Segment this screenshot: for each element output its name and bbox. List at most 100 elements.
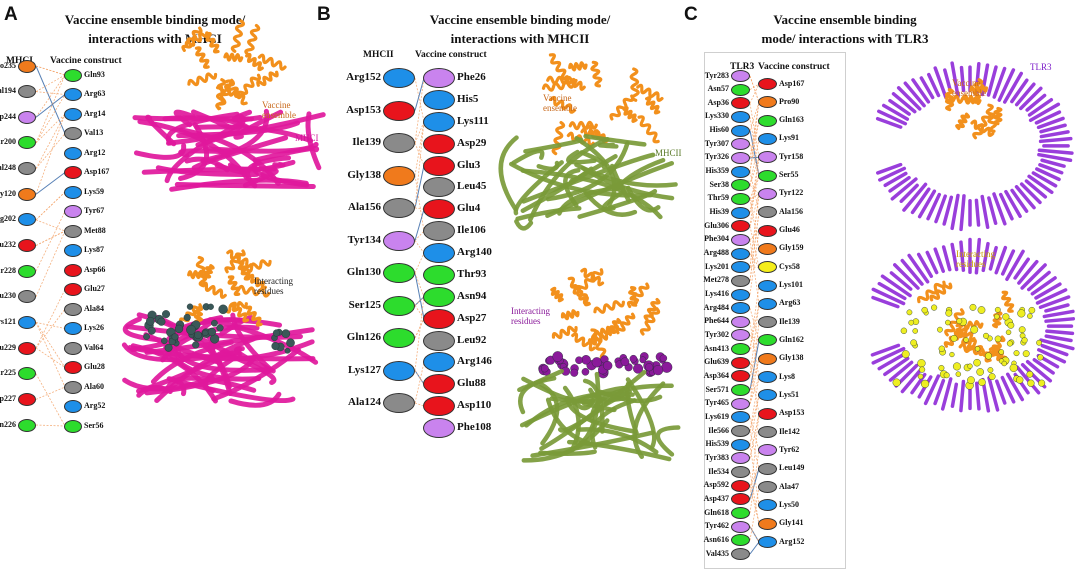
right-residue-label: Gln93: [84, 69, 105, 79]
vaccine-helix: [549, 95, 576, 114]
vaccine-helix: [993, 106, 1003, 126]
interacting-sphere: [211, 319, 218, 327]
tlr3-ribbon: [1040, 158, 1066, 168]
right-residue-label: Glu46: [779, 225, 800, 235]
right-residue-label: Lys91: [779, 133, 800, 143]
tlr3-ribbon: [1040, 343, 1069, 357]
right-residue-label: Lys101: [779, 280, 804, 290]
tlr3-ribbon: [911, 78, 931, 104]
right-residue-label: Pro90: [779, 96, 800, 106]
mhci-ribbon: [191, 135, 289, 171]
right-residue-label: Cys58: [779, 261, 800, 271]
left-residue-label: Tyr465: [704, 398, 729, 408]
interacting-sphere: [1036, 339, 1042, 346]
interacting-sphere: [938, 345, 945, 352]
tlr3-ribbon: [888, 360, 914, 382]
left-residue-label: Asp364: [703, 370, 729, 380]
right-residue-oval: [758, 261, 777, 274]
interacting-sphere: [976, 368, 984, 376]
right-residue-oval: [758, 499, 777, 512]
interacting-sphere: [1027, 313, 1033, 319]
tlr3-ribbon: [878, 166, 907, 182]
tlr3-ribbon: [1039, 130, 1070, 139]
left-residue-oval: [383, 165, 415, 186]
tlr3-ribbon: [1037, 152, 1073, 163]
interacting-sphere: [186, 303, 194, 310]
vaccine-helix: [236, 73, 262, 98]
docked-complex-image: [132, 19, 326, 192]
vaccine-helix: [257, 53, 287, 71]
vaccine-helix: [615, 312, 636, 335]
tlr3-ribbon: [1038, 295, 1071, 309]
left-residue-label: Met278: [703, 275, 729, 285]
right-residue-oval: [64, 302, 82, 316]
interacting-sphere: [183, 313, 191, 322]
mhci-ribbon: [164, 122, 242, 184]
left-residue-label: Asn616: [703, 534, 729, 544]
left-residue-oval: [18, 85, 36, 99]
tlr3-ribbon: [907, 253, 930, 284]
tlr3-ribbon: [942, 195, 954, 226]
left-residue-oval: [383, 360, 415, 381]
interaction-line: [35, 386, 66, 400]
right-residue-label: Val64: [84, 342, 104, 352]
right-residue-label: Met88: [84, 225, 106, 235]
vaccine-helix: [629, 67, 640, 102]
right-residue-label: Arg63: [84, 89, 106, 98]
left-residue-label: His39: [709, 207, 729, 217]
interacting-sphere: [945, 319, 951, 326]
tlr3-ribbon: [880, 274, 912, 298]
tlr3-ribbon: [876, 162, 903, 175]
vaccine-helix: [594, 325, 615, 338]
vaccine-helix: [205, 31, 220, 54]
interacting-sphere: [987, 367, 994, 373]
panel-letter: B: [317, 4, 331, 25]
left-residue-oval: [731, 466, 750, 479]
left-residue-oval: [731, 165, 750, 178]
tlr3-ribbon: [890, 177, 918, 201]
left-residue-label: Arg488: [703, 248, 729, 258]
vaccine-helix: [193, 306, 204, 325]
vaccine-helix: [576, 268, 604, 293]
interaction-line: [35, 94, 66, 118]
right-residue-label: Gly159: [779, 243, 804, 253]
interacting-sphere: [202, 329, 209, 337]
interaction-line: [35, 74, 66, 144]
interacting-sphere: [993, 313, 1000, 320]
tlr3-ribbon: [877, 352, 907, 371]
panel-letter: C: [684, 4, 698, 25]
vaccine-helix: [550, 286, 564, 303]
tlr3-ribbon: [1028, 102, 1061, 123]
right-residue-label: Lys51: [779, 389, 800, 399]
receptor-column-header: MHCII: [363, 50, 394, 60]
right-residue-oval: [758, 316, 777, 329]
left-residue-oval: [731, 548, 750, 560]
vaccine-helix: [230, 301, 250, 323]
interaction-line: [35, 172, 66, 195]
right-residue-oval: [423, 177, 455, 198]
interaction-line: [35, 113, 66, 195]
tlr3-ribbon: [1027, 174, 1054, 195]
right-residue-oval: [64, 400, 82, 413]
left-residue-oval: [731, 179, 750, 192]
left-residue-label: Gln226: [0, 419, 16, 429]
interacting-sphere: [1005, 329, 1012, 336]
interacting-sphere: [931, 304, 938, 311]
interacting-sphere: [286, 338, 295, 348]
right-residue-label: Ile106: [457, 224, 486, 237]
right-residue-label: Val13: [84, 128, 104, 137]
right-residue-oval: [758, 352, 777, 365]
tlr3-ribbon: [1025, 359, 1053, 383]
interacting-sphere: [281, 329, 291, 338]
interacting-sphere: [192, 341, 200, 349]
interaction-line: [35, 113, 66, 144]
vaccine-helix: [622, 106, 638, 123]
left-residue-oval: [731, 288, 750, 301]
right-residue-oval: [758, 462, 777, 475]
right-residue-oval: [423, 68, 455, 88]
right-residue-label: Gly138: [779, 353, 804, 363]
right-residue-label: Leu92: [457, 333, 487, 346]
right-residue-oval: [423, 374, 455, 395]
vaccine-helix: [551, 120, 566, 156]
